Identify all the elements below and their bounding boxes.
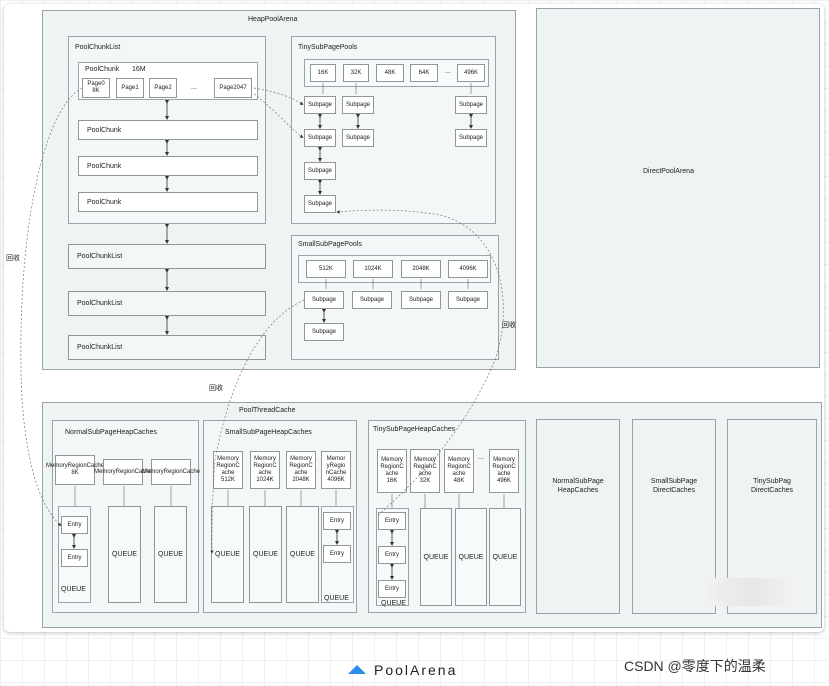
pool-thread-cache-title: PoolThreadCache <box>239 407 296 414</box>
pool-chunk-list-title: PoolChunkList <box>75 44 121 51</box>
small-subpage-pools-title: SmallSubPagePools <box>298 241 362 248</box>
tiny-subpage-a2: Subpage <box>304 129 336 147</box>
figure-caption: PoolArena <box>348 662 457 678</box>
small-queue-2: QUEUE <box>249 506 282 603</box>
direct-pool-arena-title: DirectPoolArena <box>643 168 694 175</box>
small-caches-title: SmallSubPageHeapCaches <box>225 429 312 436</box>
small-queue-3: QUEUE <box>286 506 319 603</box>
page-2047: Page2047 <box>214 78 252 98</box>
small-size-1024k: 1024K <box>353 260 393 278</box>
recycle-label-left: 回收 <box>6 255 20 262</box>
pool-chunk-list-4: PoolChunkList <box>68 335 266 360</box>
tiny-caches-title: TinySubPageHeapCaches <box>373 426 456 433</box>
small-cache-1024k: Memory RegionC ache 1024K <box>250 451 280 489</box>
tiny-cache-16k: Memory RegionC ache 16K <box>377 449 407 493</box>
small-cache-4096k: Memor yRegio nCache 4096K <box>321 451 351 489</box>
normal-heap-caches-label: NormalSubPage HeapCaches <box>552 478 604 494</box>
small-size-4096k: 4096K <box>448 260 488 278</box>
small-subpage-b1: Subpage <box>352 291 392 309</box>
tiny-direct-caches-label: TinySubPag DirectCaches <box>750 478 793 494</box>
pool-chunk-3: PoolChunk <box>78 156 258 176</box>
pool-chunk-list-3: PoolChunkList <box>68 291 266 316</box>
tiny-queue-3: QUEUE <box>455 508 487 606</box>
tiny-size-64k: 64K <box>410 64 438 82</box>
tiny-size-48k: 48K <box>376 64 404 82</box>
heap-pool-arena-title: HeapPoolArena <box>248 16 298 23</box>
tiny-subpage-b2: Subpage <box>342 129 374 147</box>
triangle-icon <box>348 665 366 674</box>
small-size-2048k: 2048K <box>401 260 441 278</box>
tiny-subpage-pools-title: TinySubPagePools <box>298 44 358 51</box>
tiny-subpage-a4: Subpage <box>304 195 336 213</box>
small-entry-1: Entry <box>323 512 351 530</box>
blurred-region <box>700 578 800 606</box>
pool-chunk-size: 16M <box>132 66 146 73</box>
normal-cache-3: MemoryRegionCache <box>142 459 200 485</box>
tiny-subpage-c1: Subpage <box>455 96 487 114</box>
pool-chunk-2: PoolChunk <box>78 120 258 140</box>
tiny-subpage-a1: Subpage <box>304 96 336 114</box>
recycle-label-middle: 回收 <box>209 385 223 392</box>
figure-caption-text: PoolArena <box>374 662 458 678</box>
normal-subpage-heap-caches-box <box>536 419 620 614</box>
small-queue-1: QUEUE <box>211 506 244 603</box>
normal-caches-title: NormalSubPageHeapCaches <box>65 429 157 436</box>
small-cache-2048k: Memory RegionC ache 2048K <box>286 451 316 489</box>
tiny-queue-1-label: QUEUE <box>381 600 406 607</box>
tiny-queue-2: QUEUE <box>420 508 452 606</box>
tiny-subpage-b1: Subpage <box>342 96 374 114</box>
direct-pool-arena <box>536 8 820 368</box>
tiny-size-496k: 496K <box>457 64 485 82</box>
normal-queue-2: QUEUE <box>108 506 141 603</box>
tiny-size-ellipsis: ... <box>445 68 451 75</box>
tiny-entry-2: Entry <box>378 546 406 564</box>
small-subpage-c1: Subpage <box>401 291 441 309</box>
recycle-label-right: 回收 <box>502 322 516 329</box>
page-2: Page2 <box>149 78 177 98</box>
small-queue-4-label: QUEUE <box>324 595 349 602</box>
small-cache-512k: Memory RegionC ache 512K <box>213 451 243 489</box>
small-entry-2: Entry <box>323 545 351 563</box>
small-subpage-d1: Subpage <box>448 291 488 309</box>
small-size-512k: 512K <box>306 260 346 278</box>
tiny-cache-496k: Memory RegionC ache 496K <box>489 449 519 493</box>
tiny-size-32k: 32K <box>343 64 369 82</box>
pool-chunk-title: PoolChunk <box>85 66 120 73</box>
watermark: CSDN @零度下的温柔 <box>624 658 766 674</box>
pool-chunk-4: PoolChunk <box>78 192 258 212</box>
normal-entry-2: Entry <box>61 549 88 567</box>
normal-entry-1: Entry <box>61 516 88 534</box>
page-ellipsis: ... <box>191 84 197 91</box>
normal-cache-8k: MemoryRegionCache 8K <box>46 455 104 485</box>
tiny-cache-ellipsis: ... <box>478 454 484 461</box>
tiny-cache-48k: Memory RegionC ache 48K <box>444 449 474 493</box>
normal-queue-1-label: QUEUE <box>61 586 86 593</box>
tiny-cache-32k: Memory RegionC ache 32K <box>410 449 440 493</box>
tiny-queue-4: QUEUE <box>489 508 521 606</box>
normal-cache-2: MemoryRegionCache <box>94 459 152 485</box>
tiny-subpage-c2: Subpage <box>455 129 487 147</box>
normal-queue-3: QUEUE <box>154 506 187 603</box>
tiny-size-16k: 16K <box>310 64 336 82</box>
small-direct-caches-label: SmallSubPage DirectCaches <box>650 478 698 494</box>
small-subpage-a2: Subpage <box>304 323 344 341</box>
page-1: Page1 <box>116 78 144 98</box>
page-0: Page0 8K <box>82 78 110 98</box>
tiny-entry-1: Entry <box>378 512 406 530</box>
tiny-entry-3: Entry <box>378 580 406 598</box>
small-subpage-a1: Subpage <box>304 291 344 309</box>
pool-chunk-list-2: PoolChunkList <box>68 244 266 269</box>
tiny-subpage-a3: Subpage <box>304 162 336 180</box>
